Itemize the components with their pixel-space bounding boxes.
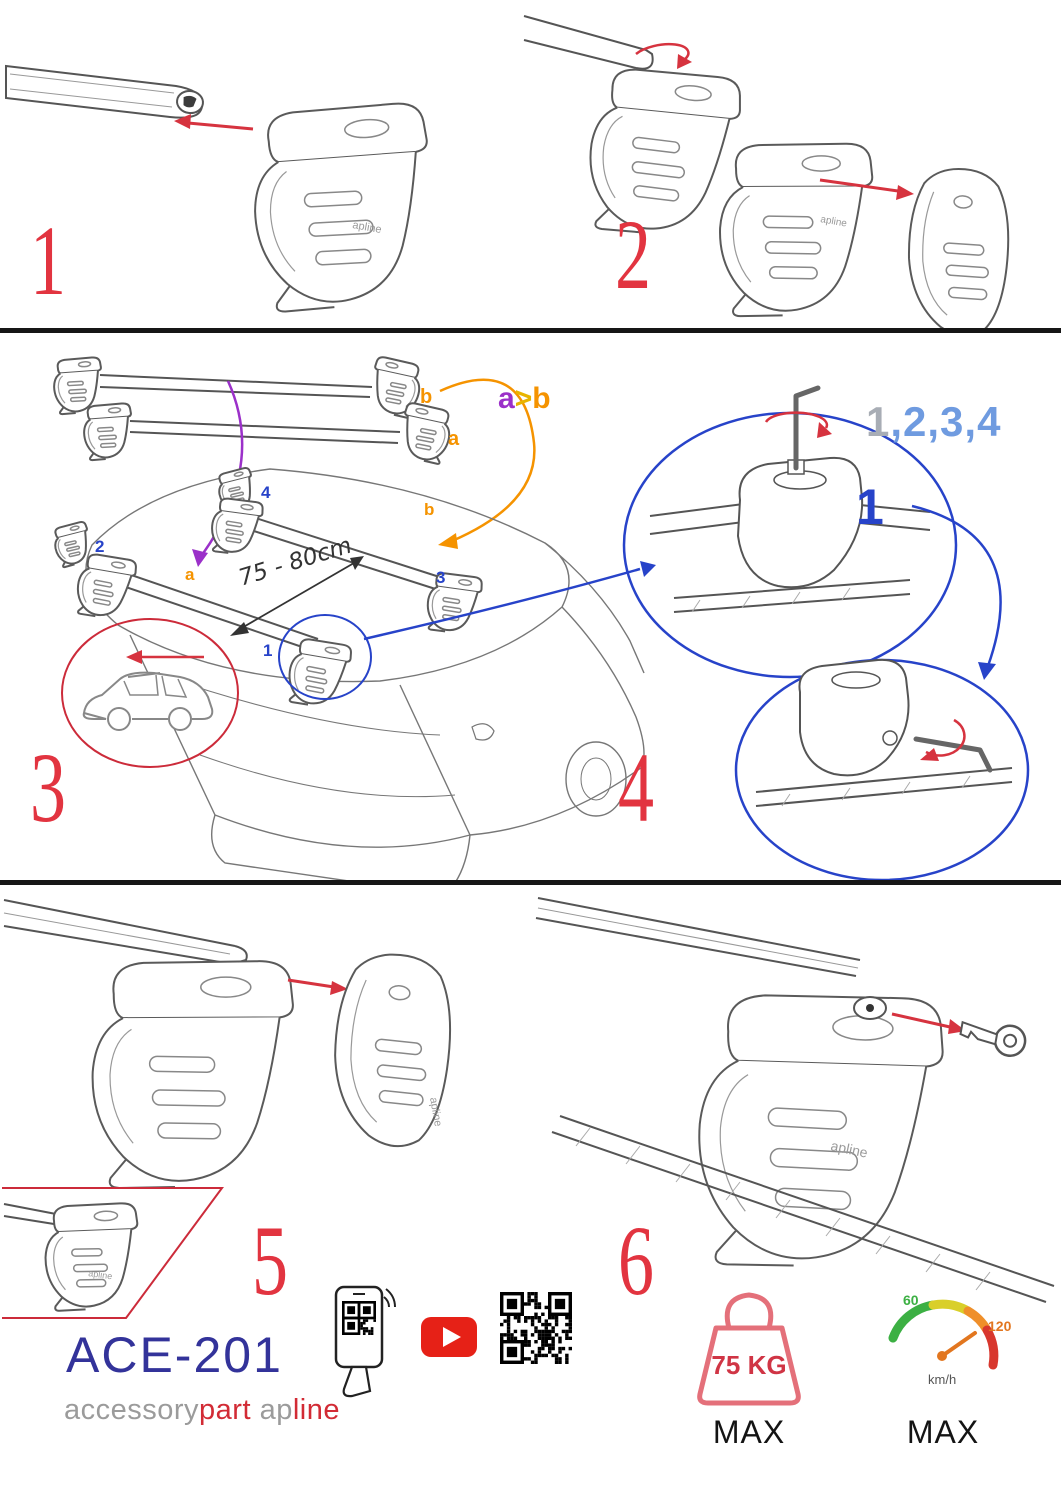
- weight-limit-value: 75 KG: [711, 1350, 787, 1380]
- step-6-number: 6: [618, 1205, 654, 1316]
- scene-1-insert-bar: apline: [5, 64, 431, 322]
- label-gt: >: [514, 382, 533, 415]
- scene-4-tighten-callouts: [622, 385, 1030, 882]
- allen-key-icon: [913, 736, 993, 773]
- label-b: b: [532, 382, 551, 415]
- callout-tighten-side-bolt: [755, 658, 1013, 807]
- orange-placement-arrow-icon: [438, 378, 536, 549]
- red-inset-region: apline: [2, 1187, 224, 1319]
- roof-rail: [551, 1115, 1055, 1303]
- brand-ap: ap: [259, 1394, 293, 1426]
- scene-6-lock-with-key: apline: [535, 897, 1055, 1303]
- order-first: 1: [866, 398, 891, 445]
- label-roof-pos2: 2: [95, 537, 105, 556]
- gauge-needle: [940, 1331, 977, 1358]
- red-arrow-icon: [287, 978, 348, 995]
- section-divider: [0, 880, 1061, 885]
- front-crossbar: [68, 546, 355, 716]
- apline-logo-on-part: apline: [829, 1137, 869, 1160]
- label-bar-b: b: [420, 386, 433, 408]
- roof-rack-foot: [707, 126, 878, 330]
- label-roof-pos1: 1: [263, 641, 273, 660]
- rear-crossbar: [204, 491, 485, 641]
- speed-max-label: MAX: [906, 1414, 980, 1450]
- keyhole: [866, 1004, 874, 1012]
- label-a: a: [498, 382, 515, 415]
- max-speed-gauge-icon: [888, 1299, 999, 1370]
- step-1-number: 1: [30, 205, 66, 316]
- label-install-order: 1,2,3,4: [866, 398, 1001, 446]
- apline-logo-on-part: apline: [819, 214, 848, 230]
- brand-wordmark: accessorypart apline: [64, 1394, 340, 1427]
- label-roof-pos3: 3: [436, 568, 446, 587]
- blue-highlight-circle: [278, 614, 372, 700]
- distance-arrow-icon: [230, 556, 364, 636]
- scene-5-refit-cover: apline apline: [2, 899, 460, 1319]
- step-2-number: 2: [615, 199, 651, 310]
- key-icon: [959, 1020, 1027, 1058]
- label-roof-bar-a: a: [185, 565, 195, 584]
- callout-tighten-top-bolt: [649, 456, 931, 613]
- order-rest: ,2,3,4: [890, 398, 1002, 445]
- apline-logo-on-part: apline: [427, 1096, 444, 1127]
- brand-part: part: [199, 1394, 252, 1426]
- crossbar: [523, 15, 654, 70]
- section-divider: [0, 328, 1061, 333]
- crossbar: [535, 897, 861, 977]
- bar-assembly-b: [51, 354, 422, 419]
- max-load-weight-icon: [697, 1292, 801, 1406]
- youtube-icon: [421, 1317, 477, 1357]
- mount-clip: [52, 521, 91, 569]
- model-number: ACE-201: [66, 1327, 283, 1383]
- allen-key-icon: [793, 385, 821, 471]
- step-3-number: 3: [30, 732, 66, 843]
- crossbar: [5, 64, 204, 119]
- weight-max-label: MAX: [712, 1414, 786, 1450]
- side-cover: [902, 164, 1015, 330]
- label-a-before-b: a>b: [498, 382, 551, 416]
- apline-logo-on-part: apline: [88, 1268, 113, 1281]
- crossbar: [3, 899, 248, 965]
- brand-line: line: [292, 1394, 341, 1426]
- label-roof-pos4: 4: [261, 483, 271, 502]
- label-roof-bar-b: b: [424, 500, 435, 519]
- label-bar-a: a: [448, 428, 460, 450]
- step-4-number: 4: [618, 732, 654, 843]
- speed-low-label: 60: [903, 1292, 919, 1308]
- red-rotation-arrow-icon: [920, 718, 966, 761]
- scene-3-place-bars-on-roof: [51, 354, 656, 883]
- phone-qr-scan-icon: [334, 1285, 396, 1398]
- scene-2-remove-cover: apline: [523, 15, 1015, 330]
- blue-connector-arrow-icon: [911, 504, 1002, 680]
- speed-high-label: 120: [988, 1318, 1012, 1334]
- blue-callout-arrow-icon: [363, 561, 656, 641]
- bar-assembly-a: [81, 400, 452, 465]
- red-rotation-arrow-icon: [764, 411, 832, 438]
- red-rotation-arrow-icon: [635, 42, 692, 69]
- label-callout-1: 1: [856, 479, 884, 535]
- roof-rack-foot: [246, 92, 431, 322]
- step-5-number: 5: [252, 1205, 288, 1316]
- roof-rack-foot: [674, 964, 953, 1297]
- speed-unit-label: km/h: [928, 1372, 957, 1387]
- brand-accessory: accessory: [64, 1394, 200, 1426]
- red-arrow-icon: [819, 178, 914, 200]
- roof-rack-foot: [75, 938, 300, 1210]
- car-direction-inset: [61, 618, 239, 768]
- qr-code: [500, 1292, 572, 1364]
- red-arrow-icon: [174, 114, 254, 131]
- apline-logo-on-part: apline: [351, 219, 382, 236]
